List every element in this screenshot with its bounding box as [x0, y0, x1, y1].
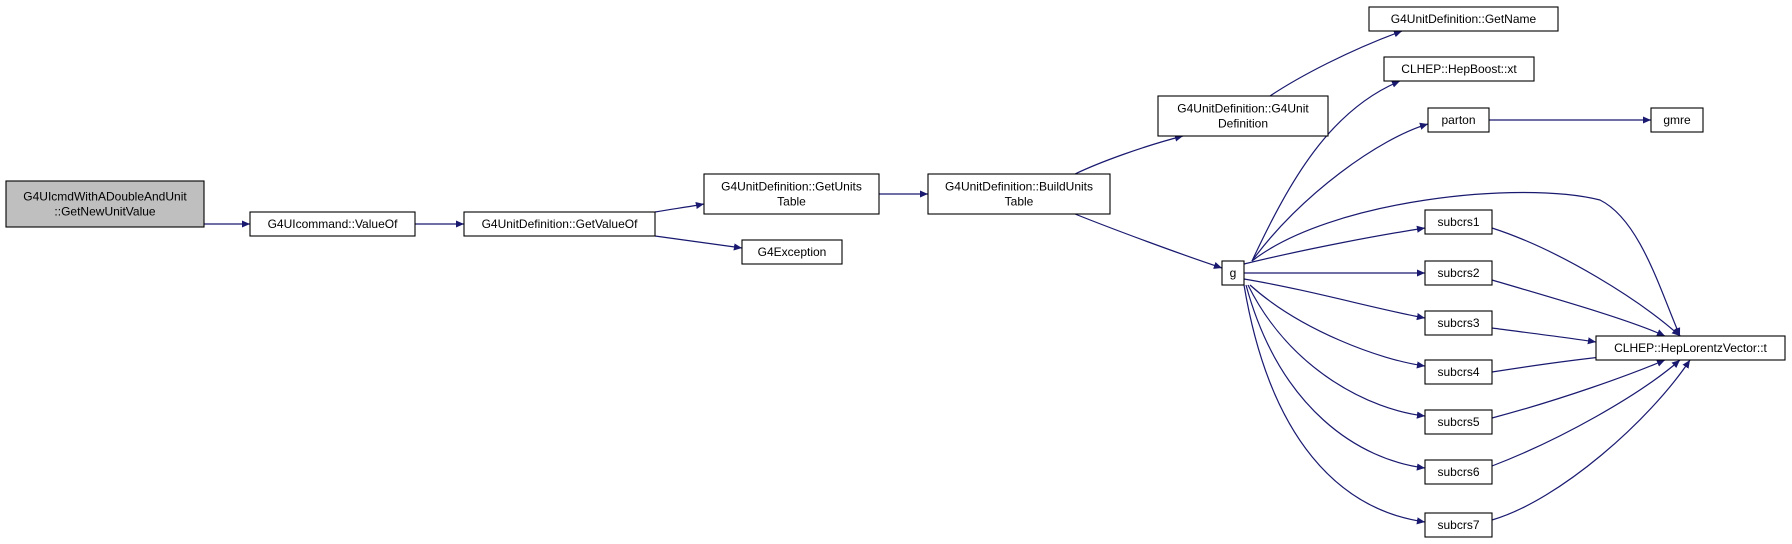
node-ctor[interactable]: G4UnitDefinition::G4UnitDefinition	[1157, 95, 1329, 137]
edge-subcrs1-to-lorentzt	[1491, 227, 1681, 337]
node-label-xt-0: CLHEP::HepBoost::xt	[1401, 62, 1517, 76]
node-box-buildunitstable[interactable]	[927, 173, 1111, 215]
node-label-getunitstable-0: G4UnitDefinition::GetUnits	[721, 180, 862, 194]
node-box-valueof[interactable]	[249, 211, 416, 237]
edge-subcrs7-to-lorentzt	[1491, 359, 1691, 521]
node-g[interactable]: g	[1221, 260, 1245, 286]
node-subcrs2[interactable]: subcrs2	[1424, 260, 1493, 286]
node-label-buildunitstable-1: Table	[1005, 195, 1034, 209]
node-box-subcrs1[interactable]	[1424, 209, 1493, 235]
edge-g-to-subcrs7	[1243, 284, 1426, 525]
edge-buildunitstable-to-g	[1074, 213, 1223, 269]
node-valueof[interactable]: G4UIcommand::ValueOf	[249, 211, 416, 237]
node-label-subcrs1-0: subcrs1	[1437, 215, 1479, 229]
node-label-subcrs6-0: subcrs6	[1437, 465, 1479, 479]
node-label-root-1: ::GetNewUnitValue	[54, 205, 155, 219]
node-g4exception[interactable]: G4Exception	[741, 239, 843, 265]
node-box-subcrs5[interactable]	[1424, 409, 1493, 435]
node-label-subcrs2-0: subcrs2	[1437, 266, 1479, 280]
edge-g-to-subcrs5	[1247, 284, 1426, 419]
edge-g-to-subcrs3	[1243, 278, 1426, 321]
edge-g-to-subcrs1	[1243, 225, 1426, 265]
node-label-valueof-0: G4UIcommand::ValueOf	[268, 217, 398, 231]
node-label-subcrs4-0: subcrs4	[1437, 365, 1479, 379]
node-box-xt[interactable]	[1383, 56, 1535, 82]
node-box-lorentzt[interactable]	[1595, 335, 1786, 361]
node-label-subcrs7-0: subcrs7	[1437, 518, 1479, 532]
function-nodes: G4UIcmdWithADoubleAndUnit::GetNewUnitVal…	[5, 6, 1786, 538]
node-subcrs7[interactable]: subcrs7	[1424, 512, 1493, 538]
node-getvalueof[interactable]: G4UnitDefinition::GetValueOf	[463, 211, 656, 237]
node-root[interactable]: G4UIcmdWithADoubleAndUnit::GetNewUnitVal…	[5, 180, 205, 228]
node-subcrs4[interactable]: subcrs4	[1424, 359, 1493, 385]
node-getname[interactable]: G4UnitDefinition::GetName	[1368, 6, 1559, 32]
node-box-subcrs3[interactable]	[1424, 310, 1493, 336]
node-label-gmre-0: gmre	[1663, 113, 1691, 127]
node-label-subcrs5-0: subcrs5	[1437, 415, 1479, 429]
edge-getvalueof-to-getunitstable	[654, 201, 705, 213]
edge-subcrs2-to-lorentzt	[1491, 279, 1666, 337]
node-label-g-0: g	[1230, 266, 1237, 280]
edge-buildunitstable-to-ctor	[1074, 134, 1184, 175]
node-label-ctor-0: G4UnitDefinition::G4Unit	[1177, 102, 1309, 116]
node-label-root-0: G4UIcmdWithADoubleAndUnit	[23, 190, 187, 204]
node-subcrs1[interactable]: subcrs1	[1424, 209, 1493, 235]
node-label-buildunitstable-0: G4UnitDefinition::BuildUnits	[945, 180, 1093, 194]
edge-subcrs6-to-lorentzt	[1491, 359, 1681, 467]
edge-g-to-xt	[1251, 80, 1401, 262]
node-subcrs5[interactable]: subcrs5	[1424, 409, 1493, 435]
node-parton[interactable]: parton	[1427, 107, 1490, 133]
edge-g-to-parton	[1251, 122, 1429, 262]
node-box-subcrs2[interactable]	[1424, 260, 1493, 286]
node-label-getvalueof-0: G4UnitDefinition::GetValueOf	[482, 217, 639, 231]
node-label-ctor-1: Definition	[1218, 117, 1268, 131]
node-box-g4exception[interactable]	[741, 239, 843, 265]
node-box-getvalueof[interactable]	[463, 211, 656, 237]
node-box-gmre[interactable]	[1650, 107, 1704, 133]
node-subcrs3[interactable]: subcrs3	[1424, 310, 1493, 336]
node-box-subcrs7[interactable]	[1424, 512, 1493, 538]
edge-g-to-subcrs4	[1249, 284, 1426, 369]
node-box-getname[interactable]	[1368, 6, 1559, 32]
node-label-g4exception-0: G4Exception	[758, 245, 827, 259]
node-box-root[interactable]	[5, 180, 205, 228]
edge-g-to-subcrs6	[1245, 284, 1426, 471]
edge-ctor-to-getname	[1269, 30, 1403, 97]
edge-getvalueof-to-g4exception	[654, 235, 743, 251]
node-box-ctor[interactable]	[1157, 95, 1329, 137]
node-label-subcrs3-0: subcrs3	[1437, 316, 1479, 330]
node-box-getunitstable[interactable]	[703, 173, 880, 215]
node-box-subcrs6[interactable]	[1424, 459, 1493, 485]
node-box-subcrs4[interactable]	[1424, 359, 1493, 385]
node-label-getunitstable-1: Table	[777, 195, 806, 209]
node-gmre[interactable]: gmre	[1650, 107, 1704, 133]
edge-subcrs3-to-lorentzt	[1491, 327, 1597, 345]
node-label-lorentzt-0: CLHEP::HepLorentzVector::t	[1614, 341, 1767, 355]
node-subcrs6[interactable]: subcrs6	[1424, 459, 1493, 485]
node-box-g[interactable]	[1221, 260, 1245, 286]
node-xt[interactable]: CLHEP::HepBoost::xt	[1383, 56, 1535, 82]
edge-subcrs5-to-lorentzt	[1491, 359, 1666, 419]
node-label-getname-0: G4UnitDefinition::GetName	[1391, 12, 1537, 26]
node-label-parton-0: parton	[1441, 113, 1475, 127]
node-lorentzt[interactable]: CLHEP::HepLorentzVector::t	[1595, 335, 1786, 361]
edge-g-to-lorentzt	[1251, 191, 1681, 337]
node-box-parton[interactable]	[1427, 107, 1490, 133]
